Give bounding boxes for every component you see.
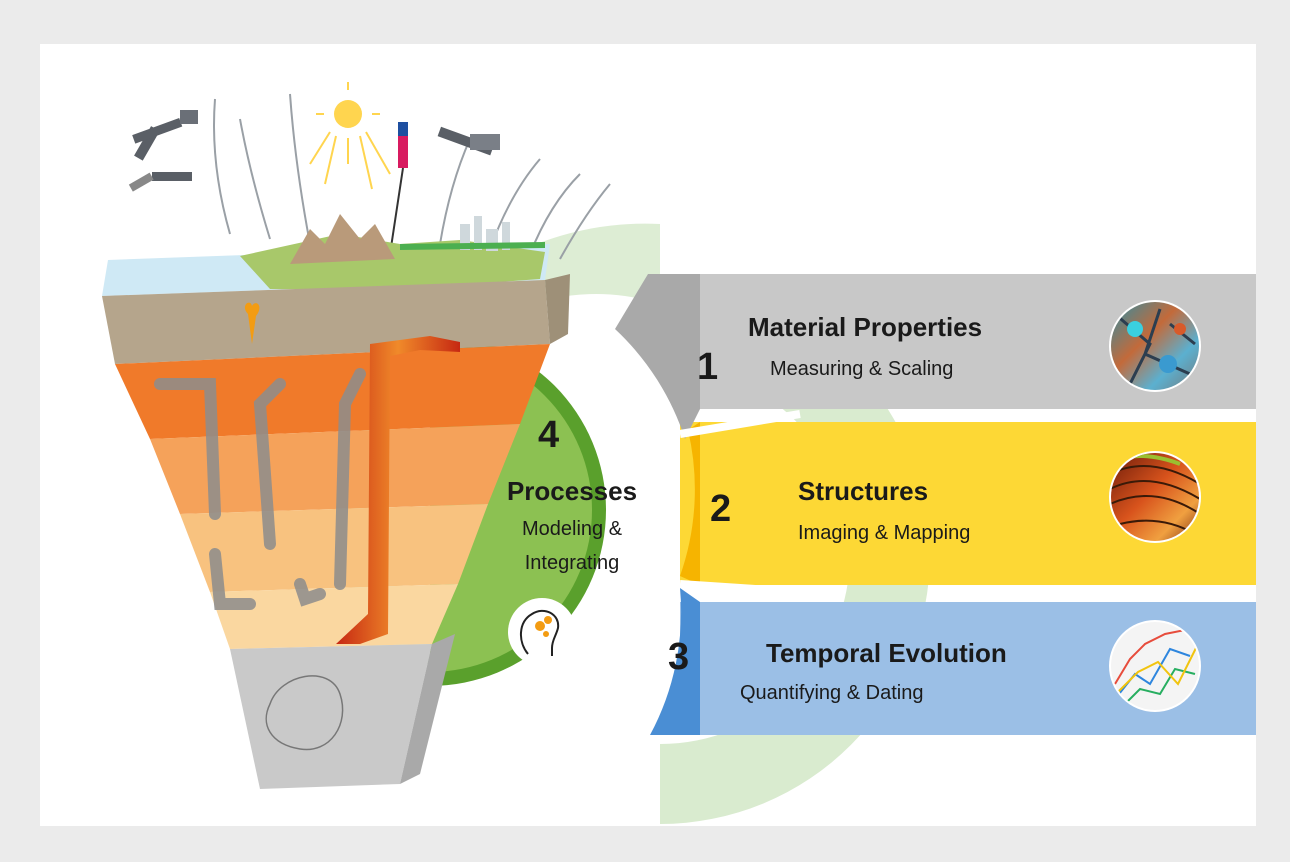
section-2-subtitle: Imaging & Mapping — [798, 522, 971, 544]
mantle-layer-3 — [180, 504, 488, 592]
section-3-title: Temporal Evolution — [766, 638, 1007, 668]
gap-line-1 — [679, 410, 801, 438]
section-2-title: Structures — [798, 476, 929, 506]
processes-line-2: Integrating — [524, 552, 620, 574]
section-2-number: 2 — [710, 488, 732, 530]
mountains — [290, 214, 395, 264]
mantle-layer-1 — [115, 344, 550, 439]
section-1-title: Material Properties — [748, 312, 983, 342]
mantle-layer-2 — [150, 424, 520, 514]
core-side — [400, 634, 455, 784]
seismic-structure-thumbnail — [1109, 451, 1201, 543]
core-layer — [230, 644, 432, 789]
weather-balloon-icon — [389, 122, 408, 255]
diagram-canvas — [102, 82, 1256, 824]
earth-cross-section-illustration — [102, 82, 611, 789]
diagram-card: 1 Material Properties Measuring & Scalin… — [40, 44, 1256, 826]
signal-arrows — [213, 93, 611, 260]
mantle-layer-4 — [210, 584, 458, 649]
mineral-crystal-thumbnail — [1109, 300, 1201, 392]
arc-segment-1 — [615, 274, 700, 439]
convection-arrows — [154, 368, 366, 610]
satellite-icon — [132, 110, 198, 144]
processes-number: 4 — [538, 414, 560, 456]
magma-chamber — [244, 302, 260, 344]
arc-segment-2 — [680, 422, 700, 585]
time-series-lines-thumbnail — [1109, 620, 1201, 712]
gap-line-2 — [679, 580, 801, 596]
section-1-number: 1 — [697, 346, 719, 388]
arc-segment-3 — [650, 588, 700, 735]
section-3-number: 3 — [668, 636, 690, 678]
satellite-icon — [437, 126, 500, 156]
head-with-gears-lightbulb-icon — [508, 598, 576, 666]
processes-line-1: Modeling & — [521, 518, 623, 540]
section-3-subtitle: Quantifying & Dating — [740, 682, 924, 704]
section-1-subtitle: Measuring & Scaling — [770, 358, 954, 380]
core-swirl — [265, 675, 344, 751]
green-strip — [400, 242, 545, 250]
sun-icon — [309, 82, 391, 190]
processes-title: Processes — [506, 476, 638, 506]
crust-side — [545, 274, 570, 344]
